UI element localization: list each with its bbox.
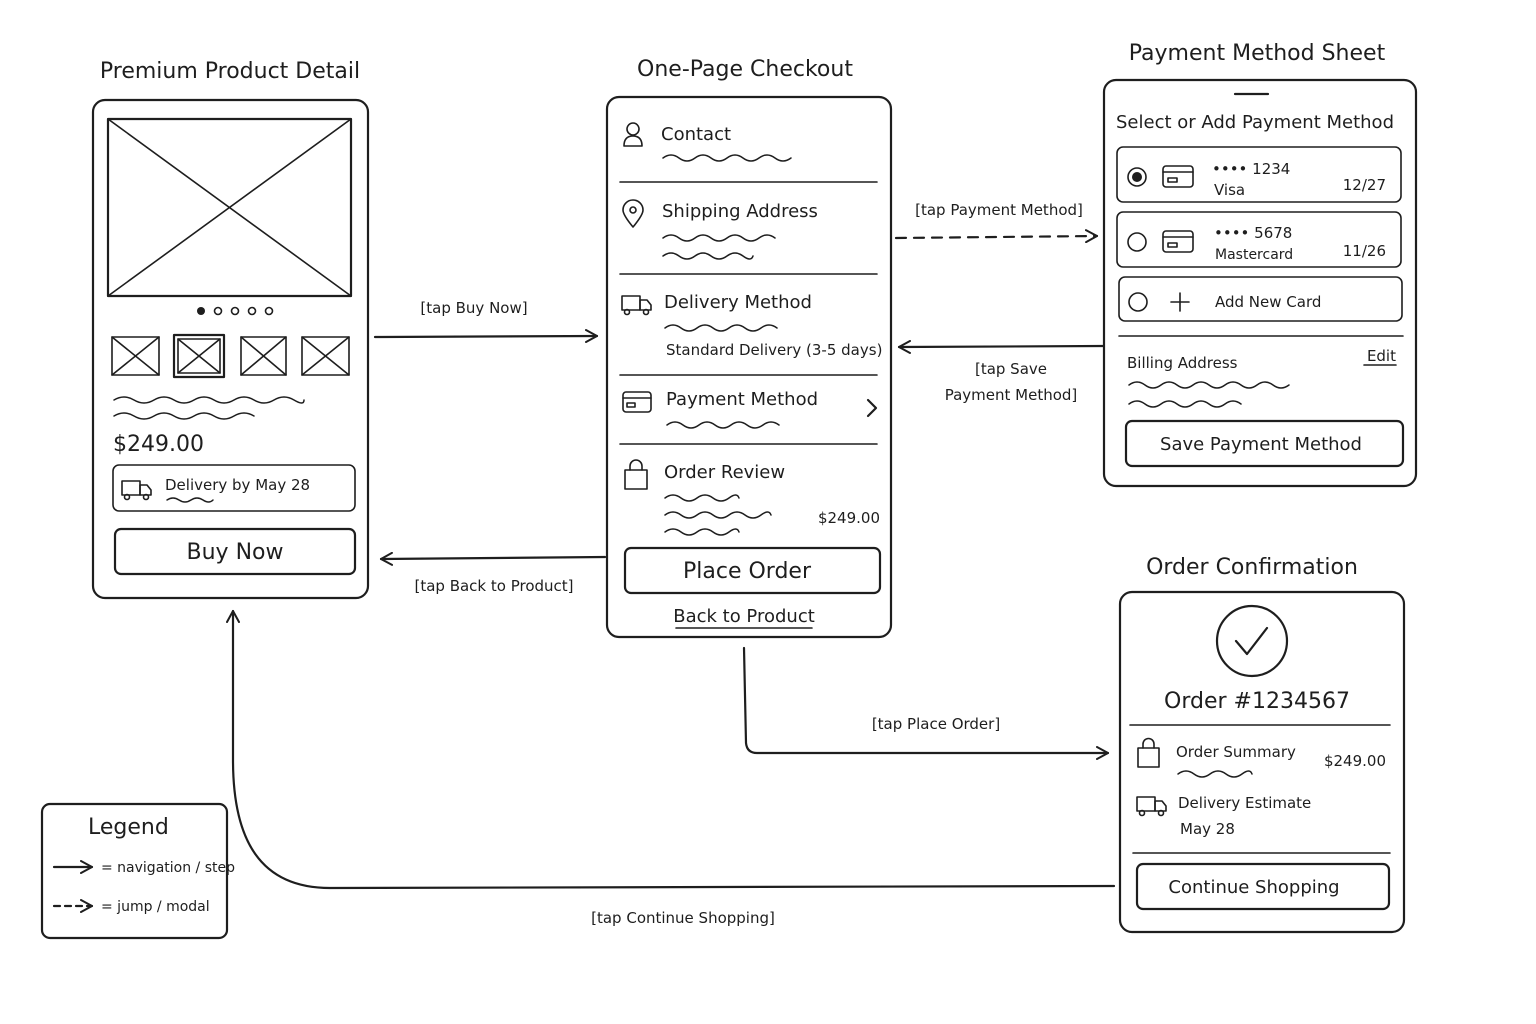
- transition-label: [tap Buy Now]: [420, 299, 527, 317]
- carousel-dots[interactable]: [197, 306, 274, 316]
- title-payment-sheet: Payment Method Sheet: [1129, 41, 1386, 66]
- payment-method-row[interactable]: Payment Method: [622, 389, 878, 429]
- checkmark-icon: [1215, 604, 1289, 678]
- thumbnail-4[interactable]: [301, 336, 350, 376]
- order-review-section: Order Review $249.00: [624, 459, 880, 536]
- order-summary-total: $249.00: [1324, 752, 1386, 770]
- add-new-card-option[interactable]: Add New Card: [1118, 276, 1403, 322]
- delivery-estimate-row: Delivery Estimate May 28: [1136, 794, 1311, 838]
- shopping-bag-icon: [624, 459, 648, 490]
- product-detail-screen: $249.00 Delivery by May 28 Buy Now: [91, 98, 370, 600]
- checkout-screen: Contact Shipping Address Delivery Method: [605, 95, 893, 639]
- title-checkout: One-Page Checkout: [637, 57, 853, 82]
- truck-icon: [1136, 796, 1167, 817]
- location-pin-icon: [622, 199, 644, 228]
- order-summary-label: Order Summary: [1176, 743, 1296, 761]
- saved-card-visa[interactable]: •••• 1234 Visa 12/27: [1116, 146, 1402, 203]
- billing-address-label: Billing Address: [1127, 354, 1238, 372]
- legend-solid-label: = navigation / step: [101, 860, 235, 876]
- sheet-header: Select or Add Payment Method: [1116, 112, 1394, 133]
- chevron-right-icon: [866, 398, 878, 418]
- description-placeholder-line: [113, 412, 255, 420]
- delivery-estimate-label: Delivery Estimate: [1178, 794, 1311, 812]
- delivery-method-label: Delivery Method: [664, 292, 812, 313]
- transition-label: [tap Save: [975, 360, 1047, 378]
- delivery-method-section[interactable]: Delivery Method Standard Delivery (3-5 d…: [621, 292, 882, 359]
- place-order-button[interactable]: Place Order: [623, 546, 882, 595]
- transition-label: [tap Payment Method]: [915, 201, 1083, 219]
- contact-label: Contact: [661, 124, 731, 145]
- card-brand: Visa: [1214, 181, 1245, 199]
- transition-label: [tap Place Order]: [872, 715, 1000, 733]
- back-to-product-label: Back to Product: [673, 606, 815, 627]
- shopping-bag-icon: [1137, 737, 1160, 768]
- title-product-detail: Premium Product Detail: [100, 59, 360, 84]
- delivery-option-text: Standard Delivery (3-5 days): [666, 341, 882, 359]
- payment-method-sheet: Select or Add Payment Method •••• 1234 V…: [1102, 78, 1418, 488]
- order-summary-row: Order Summary $249.00: [1137, 737, 1386, 778]
- transition-label: [tap Back to Product]: [414, 577, 573, 595]
- shipping-address-label: Shipping Address: [662, 201, 818, 222]
- continue-shopping-button[interactable]: Continue Shopping: [1135, 862, 1391, 911]
- legend-title: Legend: [88, 815, 169, 840]
- saved-card-mastercard[interactable]: •••• 5678 Mastercard 11/26: [1116, 211, 1402, 268]
- description-placeholder-line: [113, 396, 305, 404]
- thumbnail-1[interactable]: [111, 336, 160, 376]
- card-number: •••• 1234: [1212, 160, 1290, 178]
- credit-card-icon: [1162, 230, 1194, 253]
- add-new-card-label: Add New Card: [1215, 293, 1321, 311]
- arrow-back-to-product: [tap Back to Product]: [379, 551, 607, 595]
- place-order-label: Place Order: [683, 559, 812, 584]
- billing-address-section: Billing Address: [1127, 354, 1290, 408]
- arrow-payment-method: [tap Payment Method]: [894, 201, 1099, 244]
- buy-now-button[interactable]: Buy Now: [113, 527, 357, 576]
- continue-shopping-label: Continue Shopping: [1168, 877, 1339, 898]
- order-confirmation-screen: Order #1234567 Order Summary $249.00 Del…: [1118, 590, 1406, 934]
- contact-section[interactable]: Contact: [623, 122, 792, 162]
- truck-icon: [121, 480, 152, 501]
- person-icon: [623, 122, 643, 147]
- order-review-label: Order Review: [664, 462, 785, 483]
- credit-card-icon: [622, 391, 652, 413]
- hero-image-placeholder: [106, 117, 353, 298]
- legend: Legend = navigation / step = jump / moda…: [40, 802, 235, 940]
- order-review-total: $249.00: [818, 509, 880, 527]
- radio-unselected: [1127, 232, 1147, 252]
- arrow-buy-now: [tap Buy Now]: [373, 299, 599, 344]
- edit-label: Edit: [1367, 347, 1396, 365]
- buy-now-label: Buy Now: [187, 540, 284, 565]
- card-expiry: 12/27: [1343, 176, 1386, 194]
- plus-icon: [1170, 292, 1190, 312]
- credit-card-icon: [1162, 165, 1194, 188]
- transition-label: Payment Method]: [945, 386, 1078, 404]
- arrow-place-order: [tap Place Order]: [742, 646, 1110, 760]
- title-confirmation: Order Confirmation: [1146, 555, 1358, 580]
- arrow-save-payment-method: [tap Save Payment Method]: [897, 339, 1105, 404]
- card-expiry: 11/26: [1343, 242, 1386, 260]
- legend-dashed-label: = jump / modal: [101, 899, 210, 915]
- arrow-continue-shopping: [tap Continue Shopping]: [226, 609, 1116, 927]
- edit-billing-link[interactable]: Edit: [1363, 347, 1397, 366]
- back-to-product-link[interactable]: Back to Product: [673, 606, 815, 629]
- payment-method-label: Payment Method: [666, 389, 818, 410]
- delivery-info-box: Delivery by May 28: [112, 464, 356, 512]
- shipping-address-section[interactable]: Shipping Address: [622, 199, 818, 260]
- delivery-estimate-text: Delivery by May 28: [165, 476, 310, 494]
- delivery-estimate-date: May 28: [1180, 820, 1235, 838]
- card-number: •••• 5678: [1214, 224, 1292, 242]
- radio-selected: [1127, 167, 1147, 187]
- thumbnail-3[interactable]: [240, 336, 287, 376]
- thumbnail-2-selected[interactable]: [172, 333, 226, 379]
- transition-label: [tap Continue Shopping]: [591, 909, 775, 927]
- card-brand: Mastercard: [1215, 247, 1293, 263]
- order-number: Order #1234567: [1164, 689, 1350, 714]
- product-price: $249.00: [113, 432, 204, 457]
- save-payment-method-button[interactable]: Save Payment Method: [1124, 419, 1405, 468]
- truck-icon: [621, 295, 652, 316]
- save-payment-method-label: Save Payment Method: [1160, 434, 1362, 455]
